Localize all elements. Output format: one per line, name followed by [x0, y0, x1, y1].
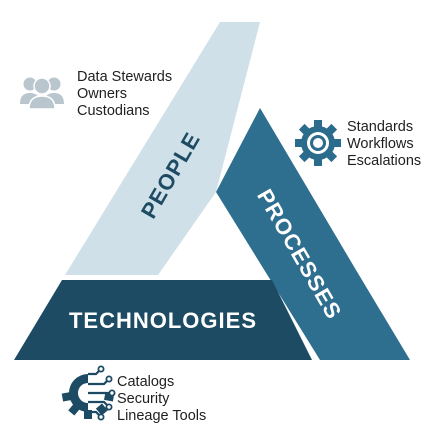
- circuit-node: [108, 389, 116, 397]
- people-group-icon: [20, 77, 64, 110]
- circuit-node: [97, 413, 105, 421]
- circuit-node: [105, 403, 113, 411]
- people-item-3: Custodians: [77, 103, 150, 119]
- person-head-center: [33, 77, 51, 95]
- person-head-right: [47, 77, 61, 91]
- people-item-2: Owners: [77, 86, 127, 102]
- gear-tooth: [314, 157, 322, 166]
- processes-item-2: Workflows: [347, 136, 414, 152]
- gear-tooth: [314, 120, 322, 129]
- technologies-label: TECHNOLOGIES: [69, 308, 257, 333]
- gear-circuit-tooth: [95, 403, 108, 416]
- gear-icon: [295, 120, 341, 166]
- person-head-left: [23, 77, 37, 91]
- technologies-segment: [14, 280, 312, 360]
- people-item-1: Data Stewards: [77, 69, 172, 85]
- gear-circuit-tooth: [84, 410, 92, 419]
- processes-item-1: Standards: [347, 119, 413, 135]
- people-segment: [65, 22, 260, 275]
- circuit-trace: [88, 400, 109, 407]
- technologies-item-3: Lineage Tools: [117, 408, 206, 424]
- circuit-node: [105, 375, 113, 383]
- gear-circuit-icon: [61, 365, 116, 421]
- circuit-trace: [88, 379, 109, 386]
- technologies-item-2: Security: [117, 391, 170, 407]
- circuit-node: [97, 365, 105, 373]
- technologies-item-1: Catalogs: [117, 374, 174, 390]
- gear-circuit-hole: [78, 383, 88, 403]
- person-body-center: [28, 95, 56, 110]
- processes-item-3: Escalations: [347, 153, 421, 169]
- gear-hole: [313, 138, 323, 148]
- processes-segment: [216, 108, 410, 360]
